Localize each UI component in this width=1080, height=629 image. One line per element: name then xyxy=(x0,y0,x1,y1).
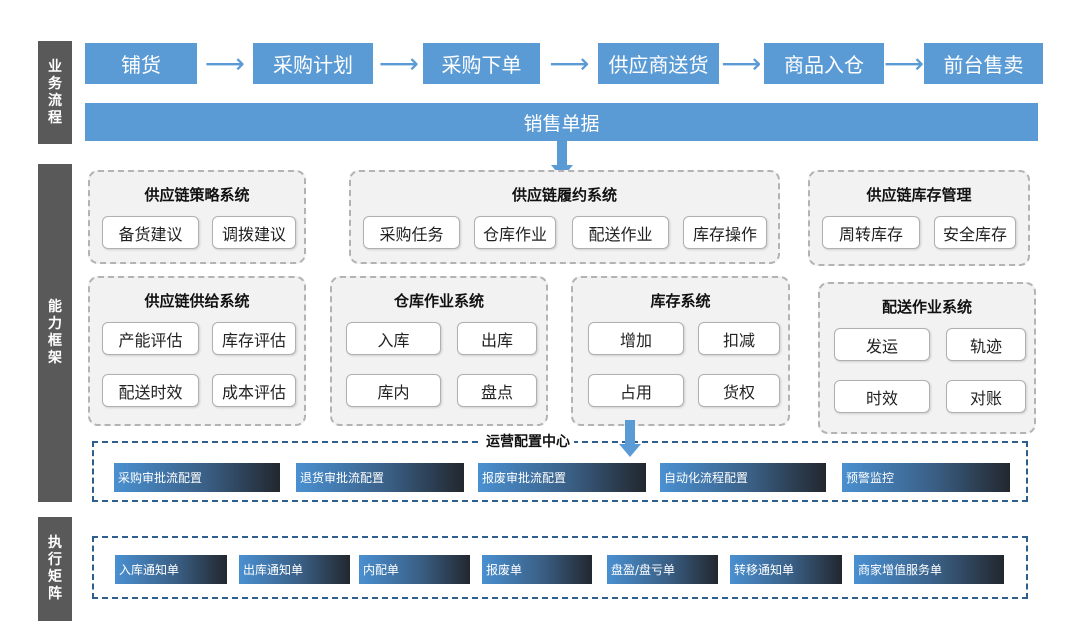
chip-delivery-work: 配送作业 xyxy=(572,216,669,249)
chip-turnover-inventory: 周转库存 xyxy=(822,216,920,249)
chip-in-warehouse: 库内 xyxy=(346,374,441,407)
flow-arrow-2-glyph: ⟶ xyxy=(378,46,420,80)
flow-arrow-1-glyph: ⟶ xyxy=(204,46,246,80)
section-label-process-text: 业 务 流 程 xyxy=(48,58,62,126)
chip-inventory-operation: 库存操作 xyxy=(683,216,767,249)
execution-matrix-group: 入库通知单 出库通知单 内配单 报废单 盘盈/盘亏单 转移通知单 商家增值服务单 xyxy=(92,536,1028,599)
chip-outbound: 出库 xyxy=(457,322,537,355)
ops-item-scrap-approval: 报废审批流配置 xyxy=(478,463,646,492)
chip-tracking: 轨迹 xyxy=(946,328,1026,361)
chip-inventory-eval: 库存评估 xyxy=(212,322,296,355)
flow-step-4: 供应商送货 xyxy=(598,43,719,84)
ops-item-purchase-approval: 采购审批流配置 xyxy=(114,463,280,492)
flow-step-3: 采购下单 xyxy=(423,43,540,84)
chip-occupy: 占用 xyxy=(588,374,684,407)
warehouse-system-title: 仓库作业系统 xyxy=(393,292,484,310)
inventory-management-group: 供应链库存管理 周转库存 安全库存 xyxy=(808,170,1030,266)
chip-purchase-task: 采购任务 xyxy=(363,216,460,249)
flow-step-2: 采购计划 xyxy=(253,43,373,84)
chip-increase: 增加 xyxy=(588,322,684,355)
fulfillment-system-group: 供应链履约系统 采购任务 仓库作业 配送作业 库存操作 xyxy=(349,170,780,264)
flow-arrow-4: ⟶ xyxy=(720,43,763,84)
down-arrow-icon xyxy=(550,141,574,179)
flow-step-6-label: 前台售卖 xyxy=(943,53,1024,77)
flow-step-5-label: 商品入仓 xyxy=(784,53,864,77)
chip-delivery-timeliness: 配送时效 xyxy=(102,374,199,407)
flow-step-6: 前台售卖 xyxy=(924,43,1043,84)
flow-arrow-5: ⟶ xyxy=(884,43,924,84)
flow-arrow-1: ⟶ xyxy=(200,43,250,84)
exec-item-merchant-value-added: 商家增值服务单 xyxy=(854,555,1004,584)
supply-system-title: 供应链供给系统 xyxy=(144,292,250,310)
flow-step-4-label: 供应商送货 xyxy=(608,53,709,77)
delivery-system-title: 配送作业系统 xyxy=(881,298,972,316)
chip-ownership: 货权 xyxy=(698,374,780,407)
sales-document-bar: 销售单据 xyxy=(85,103,1038,141)
down-arrow-icon xyxy=(618,420,642,458)
exec-item-inventory-gain-loss: 盘盈/盘亏单 xyxy=(607,555,718,584)
section-label-capability-text: 能 力 框 架 xyxy=(48,299,62,366)
chip-warehouse-work: 仓库作业 xyxy=(474,216,556,249)
chip-reconciliation: 对账 xyxy=(946,380,1026,413)
flow-step-2-label: 采购计划 xyxy=(273,53,353,77)
ops-config-center-title: 运营配置中心 xyxy=(482,433,574,451)
flow-arrow-5-glyph: ⟶ xyxy=(883,46,925,80)
flow-arrow-2: ⟶ xyxy=(375,43,423,84)
chip-stocktaking: 盘点 xyxy=(457,374,537,407)
stock-system-title: 库存系统 xyxy=(650,292,711,310)
warehouse-system-group: 仓库作业系统 入库 出库 库内 盘点 xyxy=(330,276,548,426)
exec-item-outbound-notice: 出库通知单 xyxy=(239,555,350,584)
chip-stocking-suggestion: 备货建议 xyxy=(102,216,199,249)
flow-step-1-label: 铺货 xyxy=(121,53,161,77)
sales-document-label: 销售单据 xyxy=(523,112,600,135)
fulfillment-system-title: 供应链履约系统 xyxy=(511,186,617,204)
ops-item-alert-monitoring: 预警监控 xyxy=(842,463,1010,492)
stock-system-group: 库存系统 增加 扣减 占用 货权 xyxy=(571,276,790,426)
flow-step-5: 商品入仓 xyxy=(764,43,884,84)
flow-step-3-label: 采购下单 xyxy=(441,53,522,77)
flow-step-1: 铺货 xyxy=(85,43,197,84)
strategy-system-group: 供应链策略系统 备货建议 调拨建议 xyxy=(88,170,306,264)
flow-arrow-3: ⟶ xyxy=(543,43,596,84)
chip-capacity-eval: 产能评估 xyxy=(102,322,199,355)
flow-arrow-4-glyph: ⟶ xyxy=(721,46,762,80)
ops-item-automation-flow: 自动化流程配置 xyxy=(660,463,826,492)
exec-item-scrap: 报废单 xyxy=(482,555,592,584)
chip-timeliness: 时效 xyxy=(834,380,930,413)
supply-system-group: 供应链供给系统 产能评估 库存评估 配送时效 成本评估 xyxy=(88,276,306,426)
chip-deduct: 扣减 xyxy=(698,322,780,355)
chip-cost-eval: 成本评估 xyxy=(212,374,296,407)
section-label-execution: 执 行 矩 阵 xyxy=(38,517,72,621)
exec-item-inbound-notice: 入库通知单 xyxy=(115,555,227,584)
section-label-process: 业 务 流 程 xyxy=(38,41,72,144)
flow-arrow-3-glyph: ⟶ xyxy=(549,46,590,80)
ops-item-return-approval: 退货审批流配置 xyxy=(296,463,464,492)
chip-transfer-suggestion: 调拨建议 xyxy=(212,216,296,249)
strategy-system-title: 供应链策略系统 xyxy=(144,186,250,204)
section-label-execution-text: 执 行 矩 阵 xyxy=(48,535,62,602)
section-label-capability: 能 力 框 架 xyxy=(38,164,72,502)
chip-shipping: 发运 xyxy=(834,328,930,361)
chip-inbound: 入库 xyxy=(346,322,441,355)
exec-item-transfer-notice: 转移通知单 xyxy=(730,555,842,584)
chip-safety-inventory: 安全库存 xyxy=(934,216,1016,249)
inventory-management-title: 供应链库存管理 xyxy=(866,186,972,204)
exec-item-internal-allocation: 内配单 xyxy=(359,555,470,584)
delivery-system-group: 配送作业系统 发运 轨迹 时效 对账 xyxy=(818,282,1036,434)
